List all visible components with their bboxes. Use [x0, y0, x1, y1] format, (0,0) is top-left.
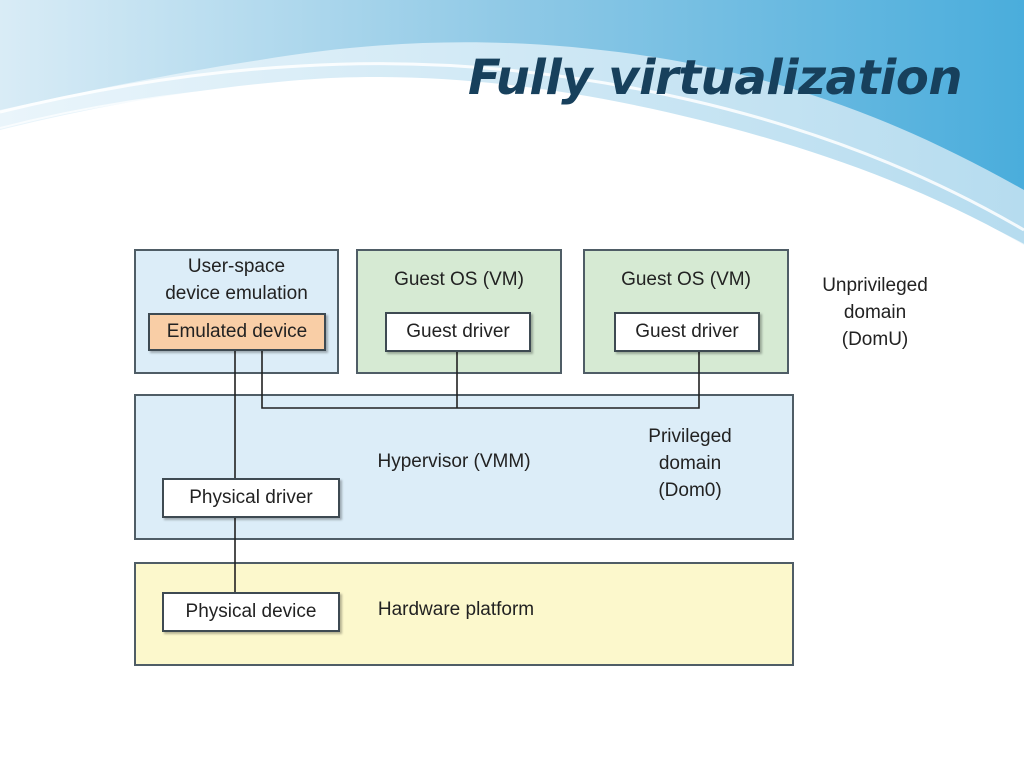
physical-driver-box: Physical driver: [162, 478, 340, 518]
privileged-label-line3: (Dom0): [658, 480, 722, 501]
physical-device-box: Physical device: [162, 592, 340, 632]
userspace-label-line1: User-space: [187, 256, 286, 277]
unprivileged-label-line1: Unprivileged: [822, 275, 928, 296]
unprivileged-label-line2: domain: [843, 302, 907, 323]
guest-driver-box-1: Guest driver: [385, 312, 531, 352]
privileged-label-line2: domain: [658, 453, 722, 474]
unprivileged-label-line3: (DomU): [841, 329, 909, 350]
guest-os-label-2: Guest OS (VM): [621, 269, 751, 290]
emulated-device-box: Emulated device: [148, 313, 326, 351]
slide-title: Fully virtualization: [468, 50, 962, 106]
privileged-label-line1: Privileged: [648, 426, 732, 447]
userspace-label-line2: device emulation: [165, 283, 308, 304]
hypervisor-label: Hypervisor (VMM): [377, 451, 531, 472]
guest-driver-box-2: Guest driver: [614, 312, 760, 352]
hardware-platform-label: Hardware platform: [377, 599, 535, 620]
guest-os-label-1: Guest OS (VM): [394, 269, 524, 290]
